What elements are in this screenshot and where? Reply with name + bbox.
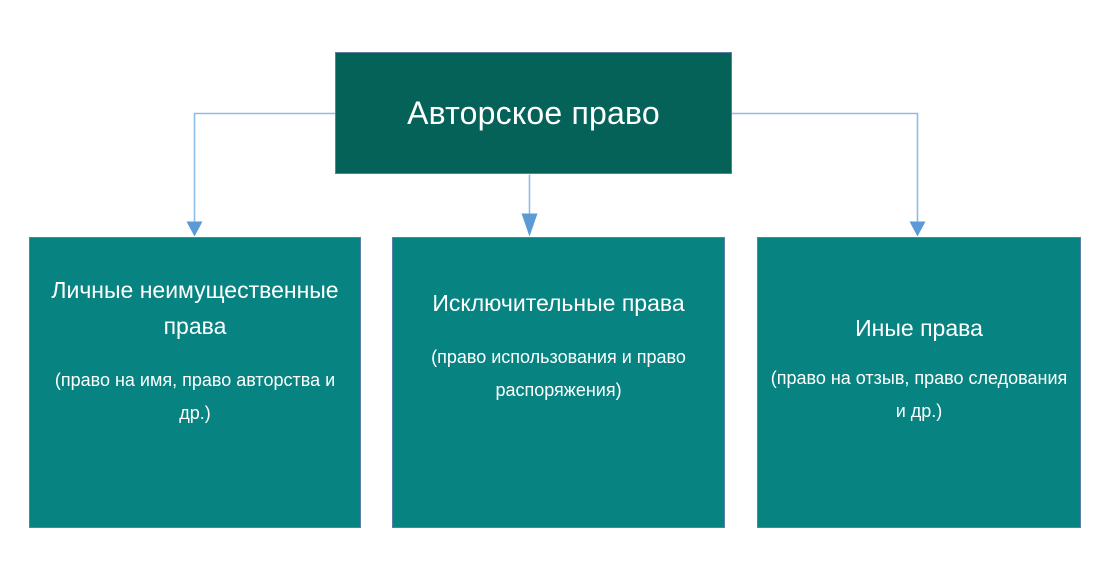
node-child-3-detail: (право на отзыв, право следования и др.) [770, 368, 1068, 421]
node-root[interactable]: Авторское право [335, 52, 732, 174]
connector-root-to-middle [521, 174, 538, 237]
node-child-1-detail: (право на имя, право авторства и др.) [54, 370, 336, 423]
node-child-3-label: Иные права [855, 315, 983, 341]
node-other-rights[interactable]: Иные права (право на отзыв, право следов… [757, 237, 1081, 528]
node-root-label: Авторское право [407, 95, 660, 131]
connector-root-to-left [186, 112, 336, 237]
node-exclusive-rights[interactable]: Исключительные права (право использовани… [392, 237, 725, 528]
node-personal-non-property-rights[interactable]: Личные неимущественные права (право на и… [29, 237, 361, 528]
node-child-2-label: Исключительные права [432, 290, 685, 316]
node-child-1-label: Личные неимущественные права [51, 277, 339, 339]
connector-root-to-right [731, 112, 926, 237]
node-child-2-detail: (право использования и право распоряжени… [431, 347, 686, 400]
